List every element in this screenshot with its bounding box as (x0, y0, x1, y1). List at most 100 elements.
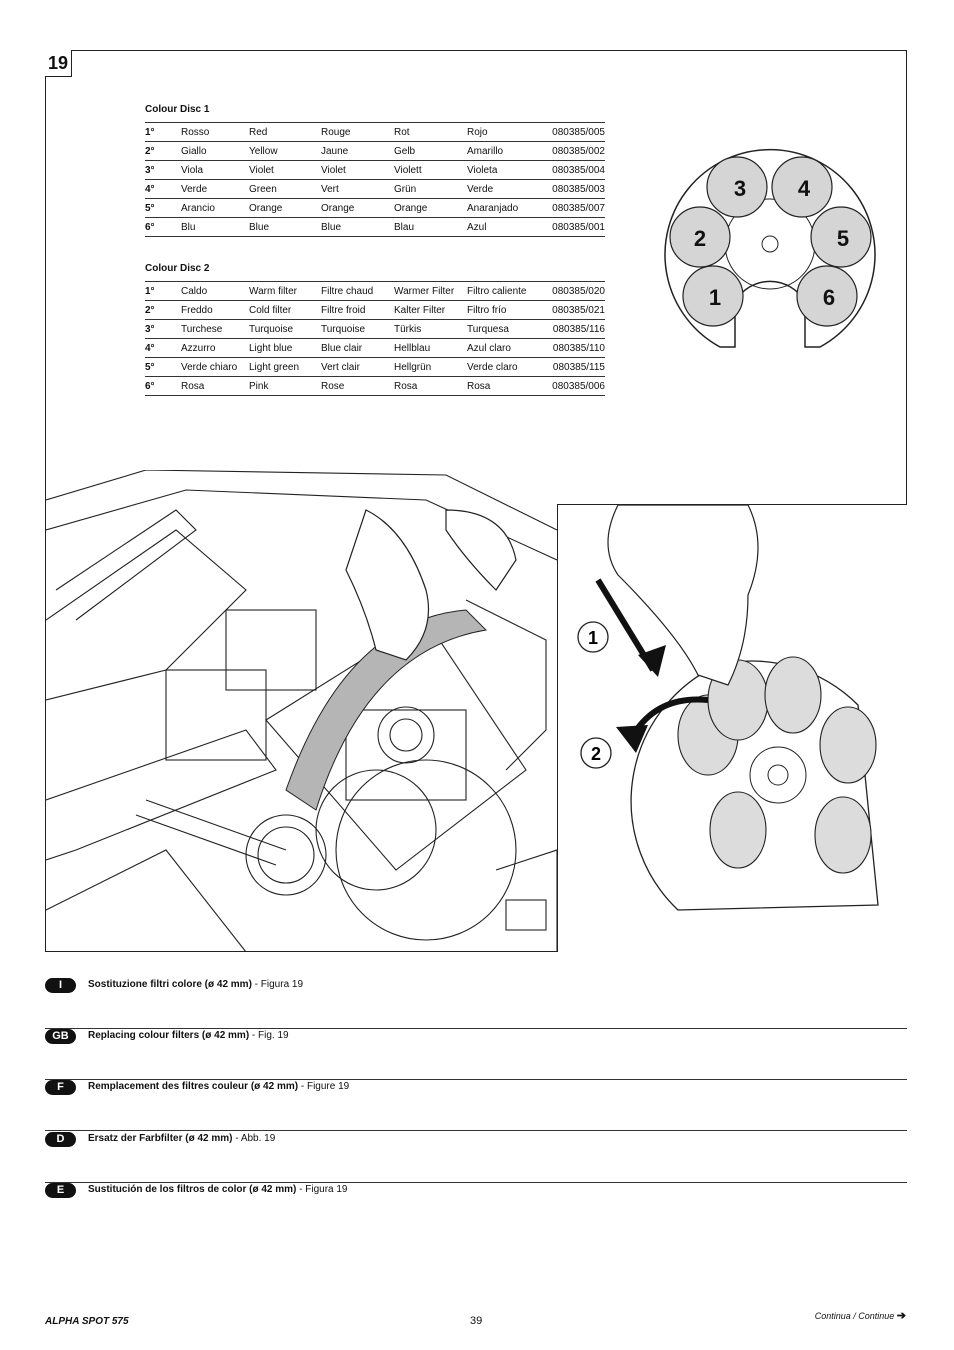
disc2-cell: Warm filter (249, 281, 321, 301)
disc1-cell: 5° (145, 198, 181, 218)
lang-ref: - Figure 19 (298, 1081, 350, 1092)
disc1-cell: Verde (467, 179, 547, 199)
disc1-cell: 080385/007 (547, 198, 605, 218)
fixture-interior-illustration (46, 470, 557, 952)
figure-number: 19 (45, 50, 72, 77)
continue-text: Continua / Continue (814, 1311, 895, 1321)
lang-heading: Sostituzione filtri colore (ø 42 mm) - F… (88, 979, 303, 990)
disc2-cell: 6° (145, 376, 181, 396)
lang-section: D Ersatz der Farbfilter (ø 42 mm) - Abb. … (45, 1132, 907, 1183)
lang-heading: Sustitución de los filtros de color (ø 4… (88, 1184, 348, 1195)
disc2-cell: Freddo (181, 300, 249, 320)
disc2-cell: 080385/021 (547, 300, 605, 320)
disc2-cell: Turquesa (467, 319, 547, 339)
disc2-cell: 080385/116 (547, 319, 605, 339)
disc1-cell: Red (249, 122, 321, 142)
disc2-cell: 080385/115 (547, 357, 605, 377)
wheel-label-5: 5 (837, 226, 849, 251)
wheel-label-6: 6 (823, 285, 835, 310)
lang-ref: - Figura 19 (296, 1184, 348, 1195)
disc2-cell: Türkis (394, 319, 467, 339)
disc1-cell: Anaranjado (467, 198, 547, 218)
disc2-cell: Azzurro (181, 338, 249, 358)
disc2-cell: 080385/110 (547, 338, 605, 358)
disc1-cell: Blue (249, 217, 321, 237)
lang-heading: Replacing colour filters (ø 42 mm) - Fig… (88, 1030, 289, 1041)
disc1-cell: Blue (321, 217, 394, 237)
filter-slot-5 (810, 206, 872, 268)
page-number: 39 (470, 1315, 483, 1327)
disc1-cell: Gelb (394, 141, 467, 161)
disc1-cell: 080385/004 (547, 160, 605, 180)
disc2-cell: Turquoise (249, 319, 321, 339)
disc1-cell: Violet (321, 160, 394, 180)
lang-title: Replacing colour filters (ø 42 mm) (88, 1030, 250, 1041)
figure-frame (45, 50, 907, 952)
lang-title: Sostituzione filtri colore (ø 42 mm) (88, 979, 252, 990)
filter-slot-3 (706, 156, 768, 218)
filter-slot-1 (682, 265, 744, 327)
lang-ref: - Fig. 19 (249, 1030, 289, 1041)
lang-badge: F (45, 1080, 76, 1095)
disc2-cell: Vert clair (321, 357, 394, 377)
disc1-cell: 2° (145, 141, 181, 161)
arrow-right-icon: ➔ (896, 1310, 906, 1322)
disc1-cell: Amarillo (467, 141, 547, 161)
disc2-cell: Turchese (181, 319, 249, 339)
disc1-cell: Rouge (321, 122, 394, 142)
disc2-cell: 080385/020 (547, 281, 605, 301)
disc1-cell: Azul (467, 217, 547, 237)
lang-title: Remplacement des filtres couleur (ø 42 m… (88, 1081, 299, 1092)
disc2-cell: 5° (145, 357, 181, 377)
disc2-cell: Filtre froid (321, 300, 394, 320)
lang-ref: - Figura 19 (251, 979, 304, 990)
lang-section: E Sustitución de los filtros de color (ø … (45, 1183, 907, 1233)
disc2-cell: Rosa (394, 376, 467, 396)
disc1-cell: Violett (394, 160, 467, 180)
lang-heading: Ersatz der Farbfilter (ø 42 mm) - Abb. 1… (88, 1133, 275, 1144)
disc2-cell: 3° (145, 319, 181, 339)
disc2-cell: Filtro caliente (467, 281, 547, 301)
disc2-cell: Kalter Filter (394, 300, 467, 320)
wheel-label-4: 4 (798, 176, 811, 201)
step-label-2: 2 (591, 744, 601, 764)
wheel-label-2: 2 (694, 226, 706, 251)
continue-link[interactable]: Continua / Continue ➔ (815, 1309, 906, 1322)
disc2-cell: 2° (145, 300, 181, 320)
disc2-cell: Verde chiaro (181, 357, 249, 377)
disc1-cell: Orange (249, 198, 321, 218)
disc1-cell: Grün (394, 179, 467, 199)
disc1-cell: 080385/003 (547, 179, 605, 199)
disc2-cell: Turquoise (321, 319, 394, 339)
disc1-cell: Verde (181, 179, 249, 199)
product-name: ALPHA SPOT 575 (45, 1316, 129, 1327)
colour-disc-1-title: Colour Disc 1 (145, 104, 210, 115)
lang-heading: Remplacement des filtres couleur (ø 42 m… (88, 1081, 349, 1092)
disc2-cell: Hellblau (394, 338, 467, 358)
disc2-cell: Filtre chaud (321, 281, 394, 301)
disc2-cell: Warmer Filter (394, 281, 467, 301)
disc2-cell: Caldo (181, 281, 249, 301)
lang-badge: D (45, 1132, 76, 1147)
wheel-label-3: 3 (734, 176, 746, 201)
disc2-cell: Rosa (467, 376, 547, 396)
disc1-cell: Violeta (467, 160, 547, 180)
lang-badge: E (45, 1183, 76, 1198)
disc1-cell: Orange (321, 198, 394, 218)
disc1-cell: Rosso (181, 122, 249, 142)
disc1-cell: Orange (394, 198, 467, 218)
disc1-cell: 080385/001 (547, 217, 605, 237)
disc2-cell: Cold filter (249, 300, 321, 320)
